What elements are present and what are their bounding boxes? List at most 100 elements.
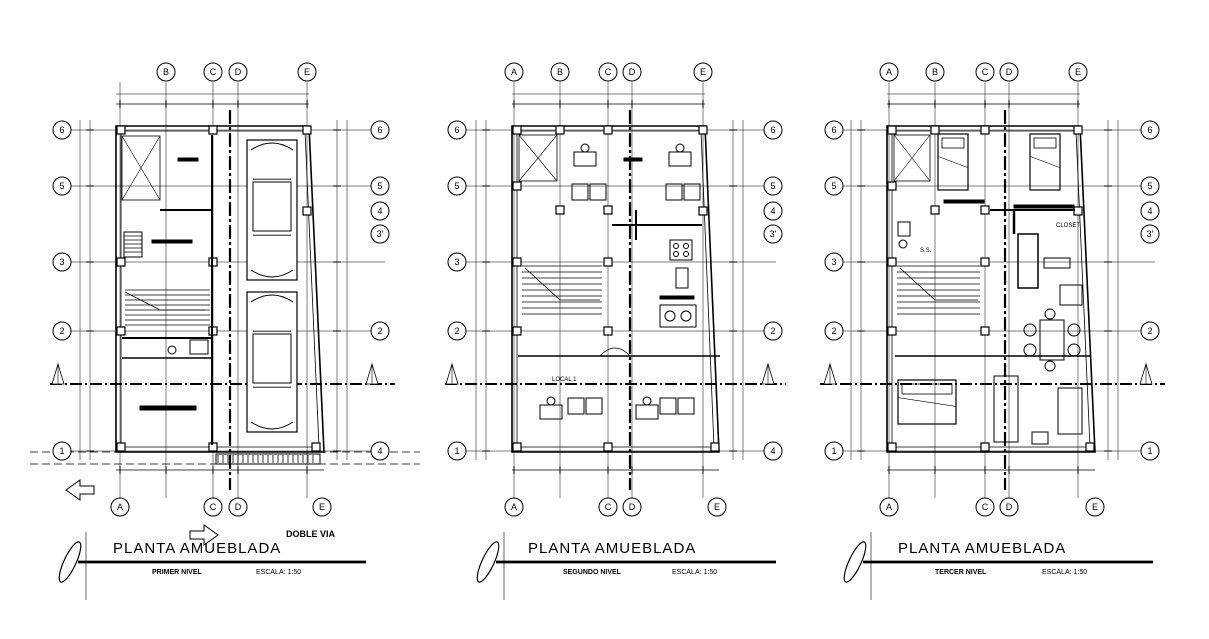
structural-column [512,442,522,452]
axis-label: 6 [770,125,775,135]
stair-arrow [899,267,978,301]
axis-label: 4 [770,446,775,456]
car-roof [252,333,292,384]
axis-label: 5 [454,181,459,191]
chair [675,143,685,153]
plan-2-left-axis-bubbles: 6 5 3 2 1 [447,120,467,461]
burner [683,243,689,249]
axis-label: A [117,502,123,512]
axis-label: E [714,502,720,512]
axis-label: 1 [59,446,64,456]
axis-label: C [605,67,612,77]
axis-label: 5 [1147,181,1152,191]
title-ellipse-icon [58,541,82,583]
structural-column [980,257,990,267]
armchair [589,183,607,201]
axis-label: C [605,502,612,512]
axis-label: C [210,502,217,512]
bed [1029,133,1061,191]
gate [215,453,321,465]
axis-label: 2 [59,326,64,336]
axis-label: 5 [770,181,775,191]
plan-2-title: PLANTA AMUEBLADA [528,540,696,557]
axis-label: D [1006,502,1013,512]
axis-label: B [557,67,563,77]
axis-label: D [235,502,242,512]
building-outline [886,125,1096,453]
axis-label: 2 [770,326,775,336]
axis-label: 4 [770,206,775,216]
desk [539,404,563,420]
car-hood [250,294,294,303]
axis-label: 2 [454,326,459,336]
burner [680,310,692,322]
structural-column [311,442,321,452]
plan-2-scale: ESCALA: 1:50 [672,569,717,576]
light-well-x [518,134,558,182]
axis-label: E [1075,67,1081,77]
axis-label: E [700,67,706,77]
plan-3-bottom-axis-bubbles: A C D E [879,497,1105,517]
structural-column [116,257,126,267]
stair-arrow [524,267,600,301]
axis-label: 6 [831,125,836,135]
axis-label: E [304,67,310,77]
structural-column [980,326,990,336]
structural-column [887,257,897,267]
axis-label: 4 [377,206,382,216]
axis-label: A [886,502,892,512]
toilet [189,339,209,355]
structural-column [116,125,126,135]
desk [668,151,692,167]
sofa [993,375,1019,443]
structural-column [512,181,522,191]
structural-column [1073,206,1083,216]
street-label: DOBLE VIA [286,529,336,539]
furniture-label-bar [151,239,193,244]
sofa [1057,387,1083,435]
axis-label: E [1092,502,1098,512]
chair [580,143,590,153]
structural-column [512,326,522,336]
stove [669,239,693,261]
axis-label: 4 [1147,206,1152,216]
plan-2-bottom-axis-bubbles: A C D E [504,497,727,517]
side-table [1031,431,1049,445]
dining-table [1039,319,1065,361]
axis-label: 1 [831,446,836,456]
door-swing [599,347,631,357]
axis-label: 5 [59,181,64,191]
axis-label: E [319,502,325,512]
stair-arrow [124,291,205,311]
structural-column [980,442,990,452]
axis-label: 6 [59,125,64,135]
axis-label: A [511,502,517,512]
axis-label: 5 [377,181,382,191]
dining-chair [1044,308,1056,320]
axis-label: 3 [454,257,459,267]
plan-1-right-axis-bubbles: 6 5 4 3' 2 4 [370,120,390,461]
axis-label: C [982,502,989,512]
plan-3-right-axis-bubbles: 6 5 4 3' 2 1 [1140,120,1160,461]
building-inner-outline [516,130,715,448]
armchair [585,397,603,415]
structural-column [887,442,897,452]
dining-chair [1067,323,1081,337]
structural-column [512,125,522,135]
structural-column [930,125,940,135]
plan-2-right-axis-bubbles: 6 5 4 3' 2 4 [763,120,783,461]
structural-column [1073,125,1083,135]
bed [937,133,969,191]
desk [635,404,659,420]
plan-3-ss-label: S.S. [920,248,932,254]
bed [897,379,957,425]
structural-column [698,125,708,135]
structural-column [980,205,990,215]
structural-column [698,206,708,216]
burner [673,243,679,249]
light-well [518,134,558,182]
car-trunk [250,421,294,430]
armchair [567,397,585,415]
bed-sheet [897,397,957,407]
burner [664,310,676,322]
